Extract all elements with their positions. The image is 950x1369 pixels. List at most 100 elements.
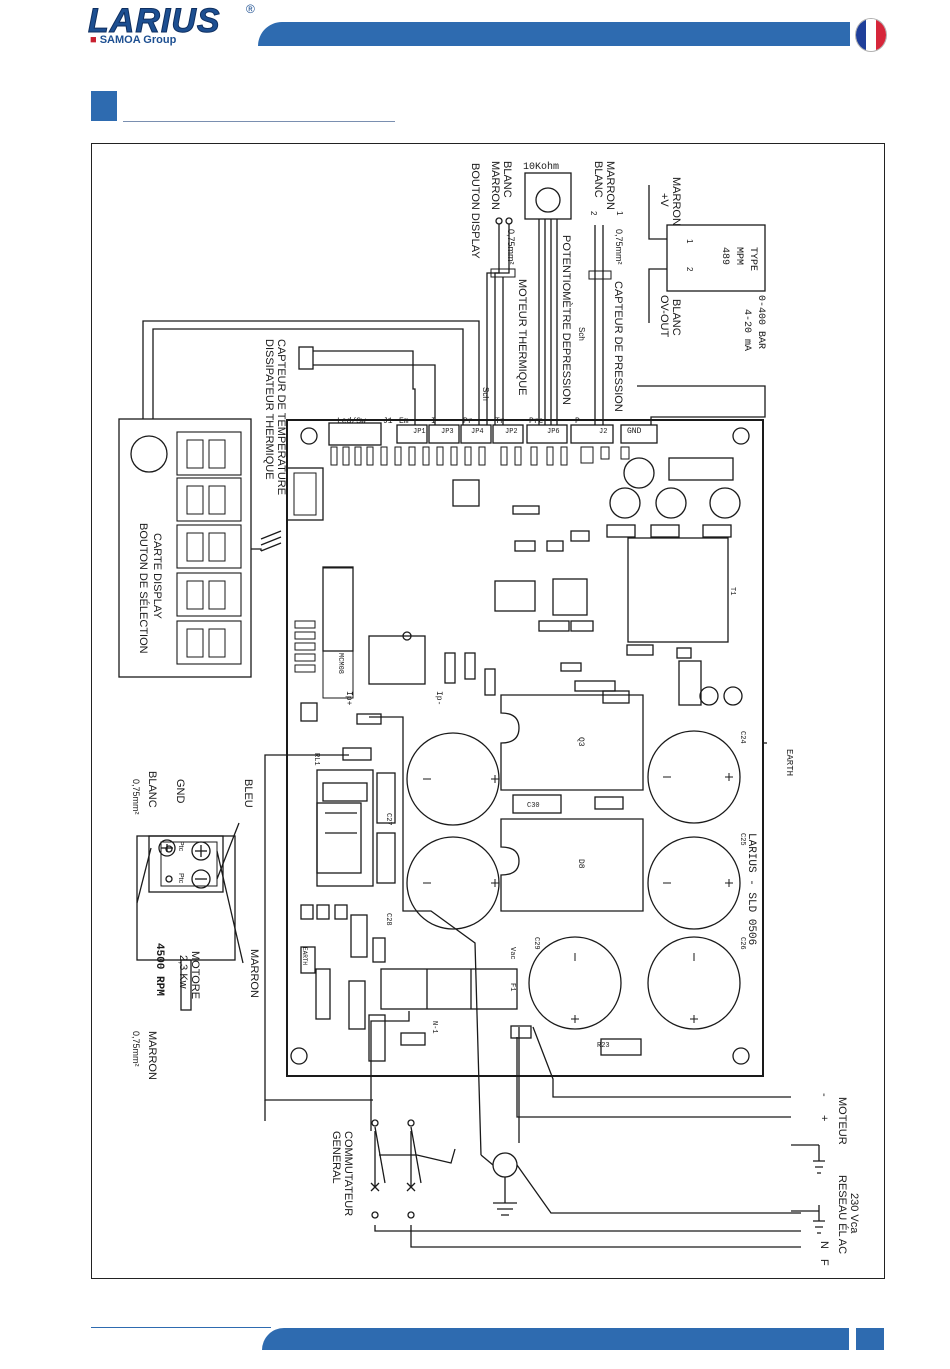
transducer-pin1: 1: [685, 239, 694, 244]
transducer-wire-top: MARRON: [670, 177, 682, 226]
component-row: [330, 446, 630, 466]
motor-section-bottom: 0,75mm²: [131, 1031, 141, 1067]
transducer-type-1: TYPE: [747, 247, 758, 271]
board-connector-tr: Tr: [495, 417, 505, 426]
j4-cable: [260, 542, 282, 552]
component-c24: C24: [738, 731, 746, 744]
registered-mark: ®: [246, 2, 255, 16]
resistor-column: [294, 620, 316, 673]
board-hole-tr: [732, 427, 750, 445]
potentiometer-value: 10Kohm: [523, 161, 559, 173]
component-c27: C27: [384, 813, 392, 826]
button-display-wire1: BLANC: [501, 161, 513, 198]
component-r23: R23: [597, 1042, 610, 1050]
board-connector-gnd: GND: [627, 427, 642, 436]
wiring-diagram: CARTE DISPLAY BOUTON DE SÉLECTION CAPTEU…: [118, 161, 860, 1266]
mains-n: N: [818, 1241, 830, 1249]
board-connector-em: Em: [399, 417, 409, 426]
pressure-sensor-label: CAPTEUR DE PRESSION: [612, 281, 624, 412]
board-connector-jp2: JP2: [505, 428, 518, 436]
bridge-d8: [500, 818, 644, 912]
component-earth: EARTH: [301, 947, 308, 965]
cap-c30: [512, 794, 562, 814]
cap-c32: [609, 487, 641, 519]
motor-wire-marron-right: MARRON: [248, 949, 260, 998]
motor-section-top: 0,75mm²: [131, 779, 141, 815]
motor-shaft: [180, 959, 192, 1011]
component-vac: Vac: [508, 947, 516, 960]
transducer-pin2: 2: [685, 267, 694, 272]
group-name: SAMOA Group: [99, 34, 177, 46]
pressure-sensor-pin1: 1: [615, 211, 624, 216]
flag-red-band: [876, 19, 886, 51]
ic-upper: [452, 479, 480, 507]
component-d8: D8: [576, 859, 585, 869]
cap-c25: [647, 836, 741, 930]
board-hole-br: [732, 1047, 750, 1065]
motor-label-1: MOTORE: [189, 951, 201, 999]
connector-pr: [460, 424, 492, 444]
component-c30: C30: [527, 802, 540, 810]
connector-jp4: [322, 566, 354, 652]
mains-line1: 230 Vca: [848, 1193, 860, 1234]
connector-led-sw: [328, 422, 382, 446]
board-hole-tl: [300, 427, 318, 445]
board-connector-jp3: JP3: [441, 428, 454, 436]
motor-plus-terminal: [191, 841, 211, 861]
board-connector-jp6: JP6: [547, 428, 560, 436]
cap-c27: [406, 732, 500, 826]
connector-j4: [286, 467, 324, 521]
component-n1: N-1: [430, 1021, 438, 1034]
board-name: LARIUS - SLD 0506: [745, 833, 757, 945]
motor-ground-terminal: [158, 839, 176, 857]
mains-f: F: [818, 1259, 830, 1266]
transducer-wire-bottom-sig: OV-OUT: [658, 295, 670, 337]
moteur-out-label: MOTEUR: [836, 1097, 848, 1145]
component-f1: F1: [508, 983, 516, 991]
connector-i: [428, 424, 460, 444]
display-card-line1: CARTE DISPLAY: [151, 533, 163, 619]
motor-ptc-1: Ptc: [177, 873, 184, 884]
ground-ring: [492, 1152, 518, 1178]
transducer-wire-bottom: BLANC: [670, 299, 682, 336]
button-display-wire2: MARRON: [489, 161, 501, 210]
component-q3: Q3: [576, 737, 585, 747]
french-flag-icon[interactable]: [855, 18, 887, 52]
connector-em: [396, 424, 428, 444]
transducer-type-2: MPM: [733, 247, 744, 265]
relay-rl1: [316, 769, 374, 887]
display-card: [118, 418, 252, 678]
motor-thermal-label: MOTEUR THERMIQUE: [516, 279, 528, 396]
section-title-rule: [123, 121, 395, 122]
board-connector-jp1: JP1: [413, 428, 426, 436]
display-select-button: [130, 435, 168, 473]
board-earth: EARTH: [784, 749, 794, 776]
regulator: [368, 635, 426, 685]
pressure-sensor-section: 0,75mm²: [614, 229, 624, 265]
pressure-transducer: [666, 224, 766, 292]
transducer-ground-wire: [637, 385, 766, 425]
potentiometer-label: POTENTIOMÈTRE DEPRESSION: [560, 235, 573, 405]
board-connector-j2: J2: [599, 428, 607, 436]
transformer-t1: [627, 537, 729, 643]
switch-line2: GENERAL: [330, 1131, 342, 1184]
component-c28: C28: [384, 913, 392, 926]
board-connector-pre: Pre: [529, 417, 544, 426]
ptc-terminal-2: [165, 845, 173, 853]
component-c26: C26: [738, 937, 746, 950]
heat-sensor-line2: DISSIPATEUR THERMIQUE: [263, 339, 275, 480]
connector-pre: [526, 424, 568, 444]
header-bar: [258, 22, 850, 46]
flag-blue-band: [856, 19, 866, 51]
motor-wire-marron-bottom: MARRON: [146, 1031, 158, 1080]
motor-rpm: 4500 RPM: [153, 943, 165, 996]
igbt-q3: [500, 694, 644, 791]
transducer-range-2: 4-20 mA: [741, 309, 752, 351]
motor-label-2: 2,3 Kw: [177, 955, 189, 989]
component-ip-minus: Ip-: [434, 691, 443, 705]
moteur-out-plus: +: [818, 1115, 830, 1121]
ptc-terminal-1: [165, 875, 173, 883]
sch-label-left: Sch: [481, 387, 490, 401]
button-display-label: BOUTON DISPLAY: [469, 163, 481, 259]
transducer-range-1: 0-400 BAR: [755, 295, 766, 349]
